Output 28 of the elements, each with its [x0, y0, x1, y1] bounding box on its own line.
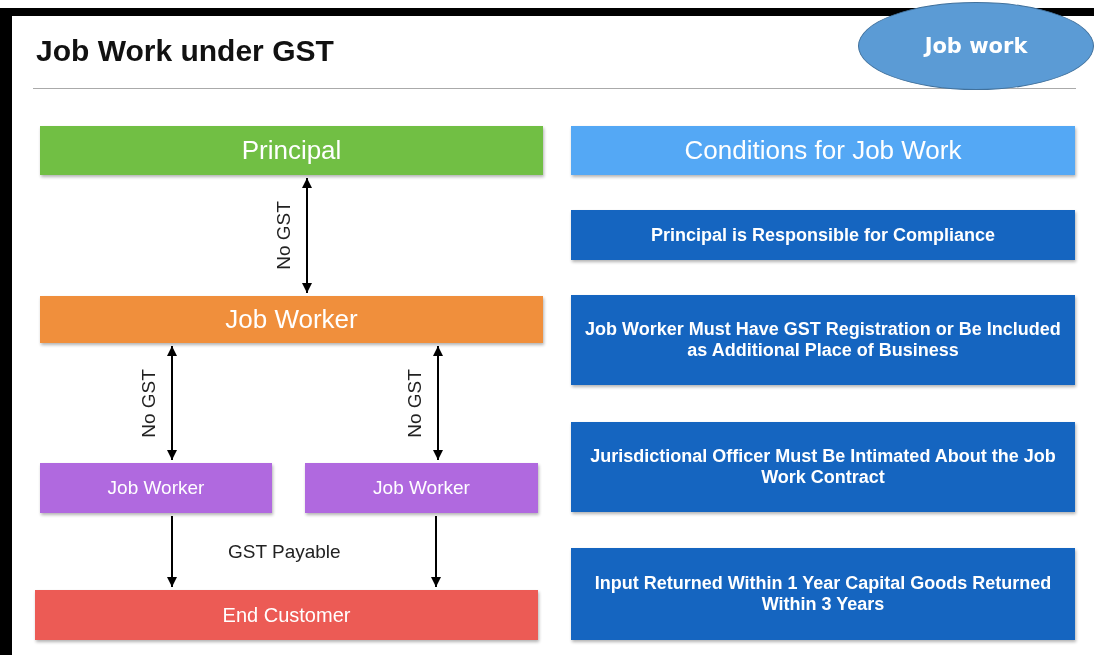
process-box — [40, 463, 272, 513]
node-label: End Customer — [222, 603, 351, 627]
note-label: GST Payable — [228, 541, 341, 563]
process-box — [40, 296, 543, 343]
arrow — [167, 515, 177, 588]
node-label: Job Worker — [225, 304, 358, 335]
title-bar — [40, 126, 543, 175]
arrow — [431, 515, 441, 588]
arrow — [433, 345, 443, 461]
title: Job Work under GST — [36, 34, 334, 68]
node-label: Principal — [241, 135, 342, 166]
node-label: Job work — [924, 34, 1028, 58]
node-label: Job Worker — [107, 477, 205, 499]
node-label: Principal is Responsible for Compliance — [650, 224, 996, 246]
condition-box — [571, 295, 1075, 385]
node-label: Input Returned Within 1 Year Capital Goods Returned Within 3 Years — [593, 573, 1053, 615]
node-label: Conditions for Job Work — [684, 135, 962, 166]
node-label: Job Worker — [373, 477, 470, 499]
node-label: Jurisdictional Officer Must Be Intimated About the Job Work Contract — [589, 446, 1057, 488]
arrow — [167, 345, 177, 461]
condition-box — [571, 548, 1075, 640]
process-box — [305, 463, 538, 513]
node-label: Job Worker Must Have GST Registration or Be Included as Additional Place of Business — [584, 319, 1062, 361]
arrow — [302, 177, 312, 294]
process-box — [35, 590, 538, 640]
condition-box — [571, 422, 1075, 512]
header-bar — [571, 126, 1075, 175]
condition-box — [571, 210, 1075, 260]
